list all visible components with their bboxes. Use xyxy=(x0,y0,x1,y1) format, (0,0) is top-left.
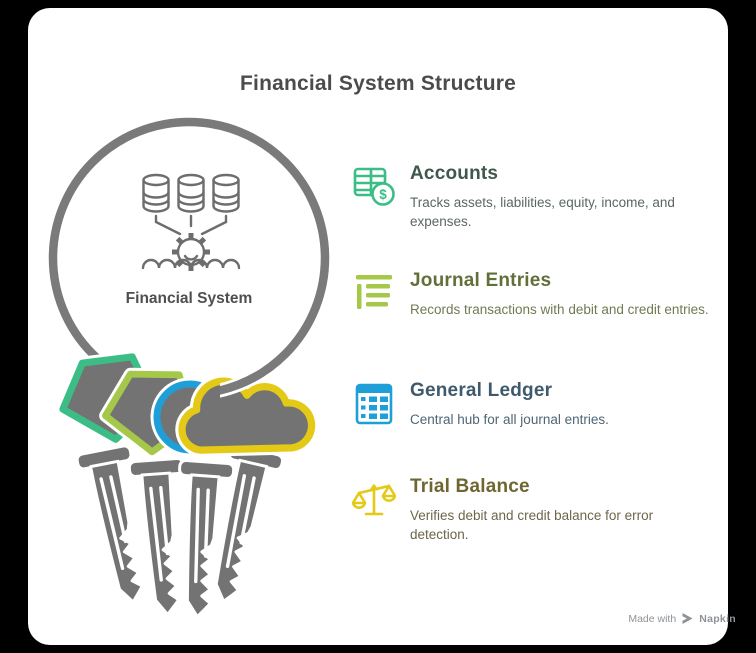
made-with-napkin-badge[interactable]: Made with Napkin xyxy=(628,612,736,625)
section-accounts: $ Accounts Tracks assets, liabilities, e… xyxy=(352,163,715,232)
key-head-cloud-yellow xyxy=(182,381,312,450)
section-description: Tracks assets, liabilities, equity, inco… xyxy=(410,194,675,230)
section-heading: General Ledger xyxy=(410,380,553,401)
section-heading: Trial Balance xyxy=(410,476,530,497)
flow-lines xyxy=(154,214,228,236)
brand-label: Napkin xyxy=(699,612,736,625)
center-label: Financial System xyxy=(126,290,253,307)
made-with-label: Made with xyxy=(628,612,677,625)
journal-lines-icon xyxy=(352,272,398,321)
wave-icon xyxy=(141,258,241,270)
section-general-ledger: General Ledger Central hub for all journ… xyxy=(352,380,715,431)
svg-text:$: $ xyxy=(379,187,387,202)
canvas-card xyxy=(28,8,728,645)
section-journal-entries: Journal Entries Records transactions wit… xyxy=(352,270,715,321)
section-trial-balance: Trial Balance Verifies debit and credit … xyxy=(351,476,715,545)
key-blades xyxy=(74,442,286,621)
section-heading: Accounts xyxy=(410,163,499,184)
section-heading: Journal Entries xyxy=(410,270,552,291)
balance-scale-icon xyxy=(351,478,398,527)
key-heads xyxy=(53,349,311,457)
database-stack-icon xyxy=(142,173,240,213)
napkin-logo-icon xyxy=(682,613,693,624)
databases-to-gear-over-wave-icon xyxy=(141,173,241,271)
ledger-table-icon xyxy=(352,382,398,431)
section-description: Verifies debit and credit balance for er… xyxy=(410,507,654,543)
spreadsheet-dollar-icon: $ xyxy=(352,165,398,214)
section-description: Records transactions with debit and cred… xyxy=(410,301,709,317)
page-title: Financial System Structure xyxy=(240,72,516,95)
section-description: Central hub for all journal entries. xyxy=(410,411,609,427)
